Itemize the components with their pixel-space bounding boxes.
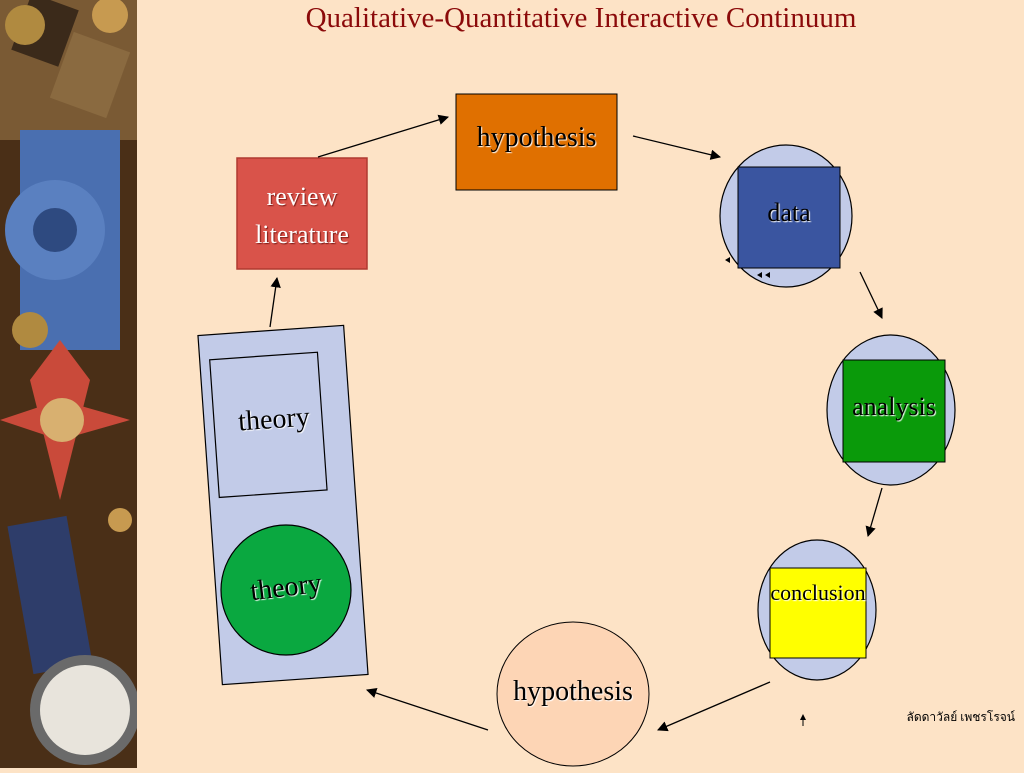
hypothesis-top-box — [455, 93, 618, 191]
review-literature-line2: literature — [255, 220, 349, 249]
data-label: data — [767, 198, 811, 227]
medals-illustration — [0, 0, 140, 768]
data-box — [737, 166, 841, 269]
theory-circle — [220, 524, 352, 656]
hypothesis-bottom-label: hypothesis — [513, 676, 633, 707]
review-literature-line1: review — [266, 182, 338, 211]
conclusion-label: conclusion — [770, 580, 866, 605]
analysis-box — [842, 359, 946, 463]
theory-square — [209, 351, 328, 499]
hypothesis-top-label: hypothesis — [476, 122, 597, 153]
decorative-medals-image — [0, 0, 140, 768]
arrow-review-to-hypothesis — [317, 114, 449, 158]
small-arrowheads — [725, 257, 806, 726]
arrow-data-to-analysis — [859, 271, 883, 319]
arrow-analysis-to-conclusion — [865, 487, 883, 537]
conclusion-box — [769, 567, 867, 659]
review-literature-box — [236, 157, 368, 270]
arrow-hypothesis-to-data — [632, 135, 722, 160]
arrow-theory-to-review — [269, 276, 281, 328]
slide-title: Qualitative-Quantitative Interactive Con… — [305, 2, 857, 34]
analysis-label: analysis — [852, 392, 936, 421]
review-literature-label: review literature — [237, 178, 367, 254]
author-credit: ลัดดาวัลย์ เพชรโรจน์ — [906, 710, 1015, 724]
flow-arrows — [269, 114, 883, 732]
hypothesis-bottom-circle — [496, 621, 650, 767]
arrow-conclusion-to-hypothesis — [657, 681, 771, 732]
arrow-hypothesis-to-theory — [366, 688, 489, 731]
